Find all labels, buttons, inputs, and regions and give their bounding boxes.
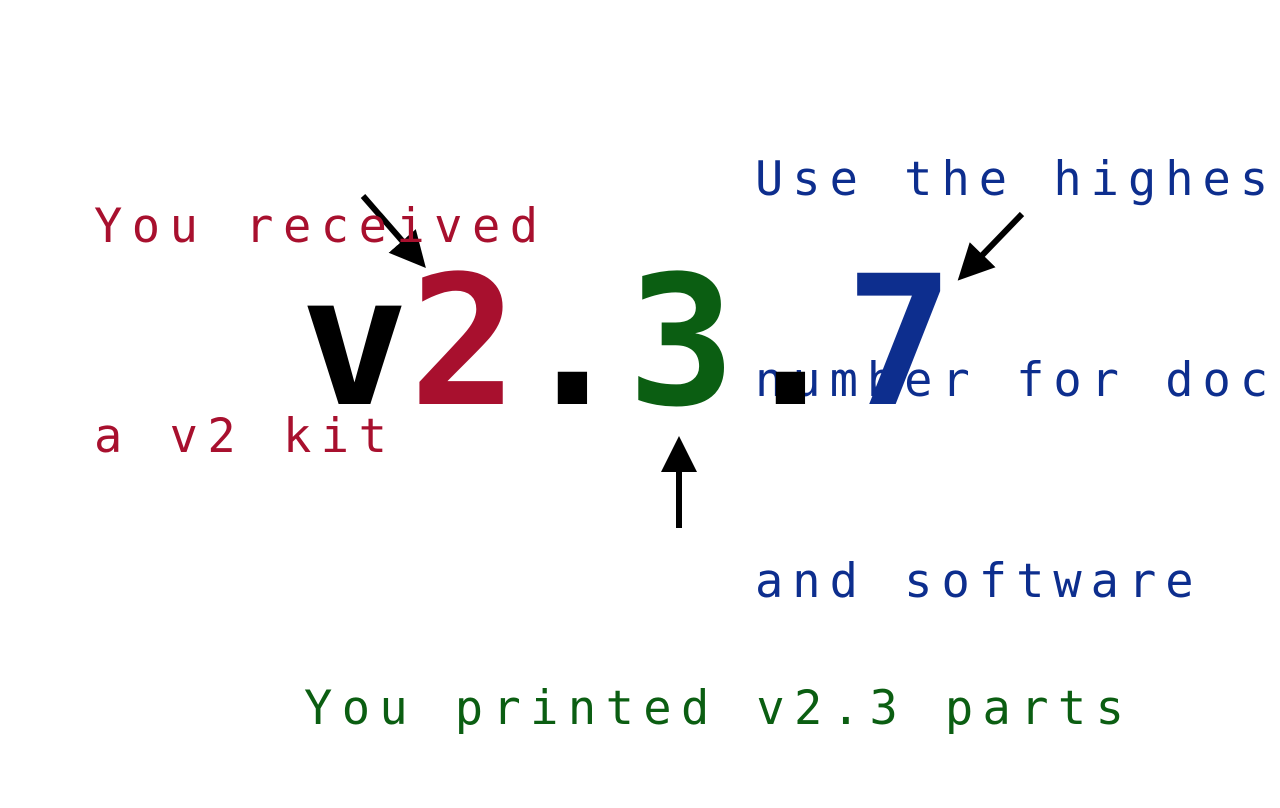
patch-label-line-2: number for docs <box>755 353 1280 408</box>
patch-version-label: Use the highest number for docs and soft… <box>755 12 1280 682</box>
version-patch: 7 <box>845 238 954 447</box>
version-major: 2 <box>409 238 518 447</box>
version-prefix: v <box>300 238 409 447</box>
arrow-to-patch <box>957 211 1025 281</box>
patch-label-line-1: Use the highest <box>755 152 1280 207</box>
arrow-to-major <box>360 194 426 269</box>
minor-version-label: You printed v2.3 parts <box>304 544 1133 808</box>
major-label-line-2: a v2 kit <box>94 409 397 464</box>
arrows-layer <box>360 194 1025 528</box>
version-separator-2: . <box>736 238 845 447</box>
version-separator-1: . <box>518 238 627 447</box>
minor-label-line-1: You printed v2.3 parts <box>304 681 1134 736</box>
major-version-label: You received a v2 kit <box>94 52 548 542</box>
version-number: v2.3.7 <box>300 248 954 438</box>
major-label-line-1: You received <box>94 199 548 254</box>
patch-label-line-3: and software <box>755 554 1203 609</box>
version-minor: 3 <box>627 238 736 447</box>
